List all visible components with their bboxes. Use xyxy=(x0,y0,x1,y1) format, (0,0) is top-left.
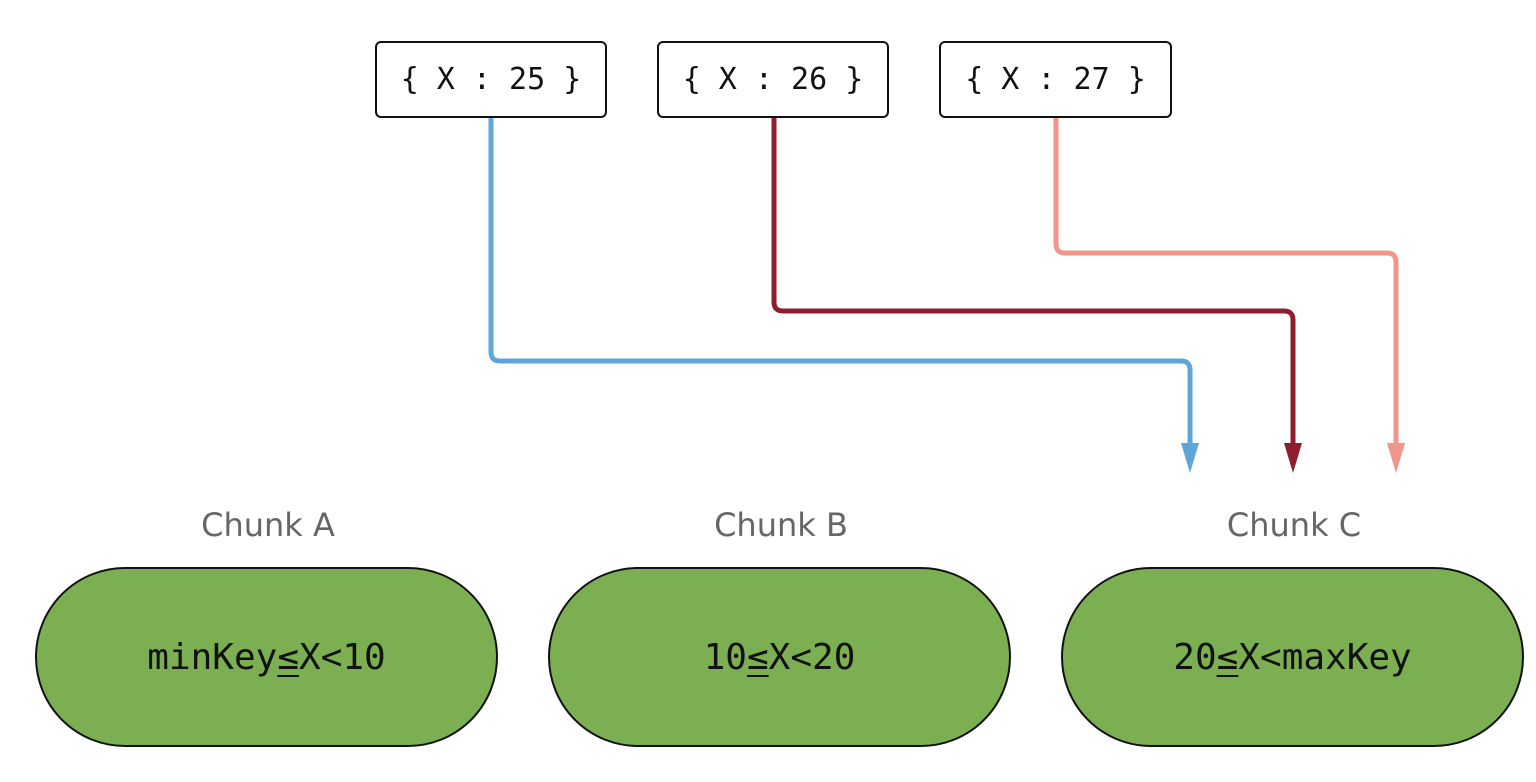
range-upper: 10 xyxy=(342,636,386,678)
chunk-a-range: minKey ≤ X < 10 xyxy=(35,567,498,747)
range-lower: minKey xyxy=(147,636,278,678)
document-box-x26: { X : 26 } xyxy=(657,41,889,118)
document-box-x27: { X : 27 } xyxy=(939,41,1172,118)
lt-symbol: < xyxy=(790,636,813,678)
lt-symbol: < xyxy=(1260,636,1282,678)
leq-symbol: ≤ xyxy=(746,636,769,678)
range-variable: X xyxy=(299,636,321,678)
range-variable: X xyxy=(768,636,791,678)
document-label: { X : 26 } xyxy=(682,62,864,97)
range-variable: X xyxy=(1238,636,1260,678)
arrowhead-x25 xyxy=(1181,443,1199,473)
route-arrow-x27 xyxy=(1053,118,1399,446)
range-upper: 20 xyxy=(812,636,856,678)
route-arrow-x25 xyxy=(488,118,1193,446)
chunk-c-range: 20 ≤ X < maxKey xyxy=(1061,567,1524,747)
chunk-b-range: 10 ≤ X < 20 xyxy=(548,567,1011,747)
route-arrow-x26 xyxy=(771,118,1296,446)
chunk-c-title: Chunk C xyxy=(1226,506,1362,544)
leq-symbol: ≤ xyxy=(1216,636,1239,678)
leq-symbol: ≤ xyxy=(277,636,299,678)
document-label: { X : 25 } xyxy=(400,62,582,97)
chunk-a-title: Chunk A xyxy=(201,506,335,544)
arrowhead-x26 xyxy=(1284,443,1302,473)
range-upper: maxKey xyxy=(1281,636,1412,678)
arrowhead-x27 xyxy=(1387,443,1405,473)
range-lower: 10 xyxy=(703,636,747,678)
document-label: { X : 27 } xyxy=(965,62,1146,97)
document-box-x25: { X : 25 } xyxy=(375,41,607,118)
range-lower: 20 xyxy=(1173,636,1217,678)
lt-symbol: < xyxy=(320,636,343,678)
chunk-b-title: Chunk B xyxy=(714,506,848,544)
